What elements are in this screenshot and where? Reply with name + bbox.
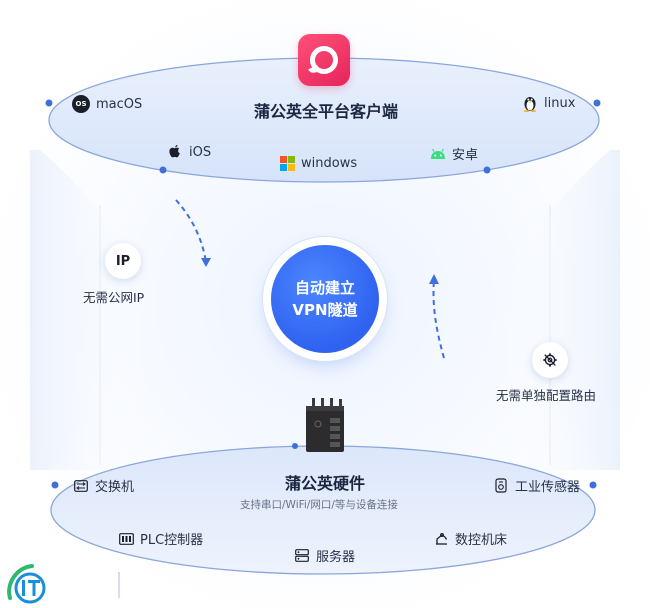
windows-icon (279, 155, 295, 171)
platform-windows: windows (279, 155, 357, 171)
vpn-tunnel-line2: VPN隧道 (292, 301, 358, 319)
right-side-glow (497, 150, 620, 470)
switch-icon (73, 478, 89, 494)
device-switch: 交换机 (73, 476, 134, 495)
platform-linux: linux (522, 95, 576, 112)
device-sensor-label: 工业传感器 (515, 480, 581, 495)
vpn-tunnel-line1: 自动建立 (294, 279, 355, 297)
device-cnc: 数控机床 (433, 529, 507, 548)
hardware-subtitle: 支持串口/WiFi/网口/等与设备连接 (240, 499, 398, 511)
watermark-divider (118, 572, 120, 598)
right-dashed-arrow (432, 279, 445, 359)
dot (45, 99, 53, 107)
client-title: 蒲公英全平台客户端 (254, 102, 399, 121)
no-public-ip-badge: IP (105, 243, 141, 279)
server-icon (294, 548, 310, 564)
device-switch-label: 交换机 (95, 480, 135, 495)
left-dashed-arrow (175, 199, 207, 263)
dot (483, 166, 491, 174)
no-public-ip-label: 无需公网IP (83, 290, 145, 305)
left-side-glow (30, 150, 153, 470)
router-device-image (304, 398, 346, 454)
dot (159, 166, 167, 174)
right-arrow-head (429, 274, 439, 284)
pgy-app-logo (298, 34, 350, 86)
gear-slash-icon (542, 352, 558, 368)
watermark-logo (4, 562, 64, 604)
android-icon (430, 146, 446, 162)
platform-ios: iOS (167, 144, 211, 160)
device-plc-label: PLC控制器 (140, 533, 204, 548)
platform-android-label: 安卓 (452, 148, 479, 163)
device-server-label: 服务器 (316, 550, 356, 565)
platform-macos: OS macOS (72, 95, 142, 113)
device-cnc-label: 数控机床 (455, 533, 508, 548)
dot (51, 481, 59, 489)
plc-icon (118, 531, 134, 547)
no-routing-label: 无需单独配置路由 (496, 388, 597, 403)
no-public-ip-icon: IP (115, 253, 131, 269)
linux-penguin-icon (522, 95, 538, 112)
no-routing-badge (532, 342, 568, 378)
device-sensor: 工业传感器 (493, 476, 580, 495)
platform-android: 安卓 (430, 144, 478, 163)
hardware-title: 蒲公英硬件 (285, 474, 366, 493)
vpn-tunnel-circle: 自动建立 VPN隧道 (271, 245, 379, 353)
sensor-icon (493, 478, 509, 494)
apple-icon (167, 144, 183, 160)
platform-linux-label: linux (544, 95, 576, 111)
left-arrow-head (201, 258, 211, 267)
device-server: 服务器 (294, 546, 355, 565)
platform-ios-label: iOS (189, 144, 212, 160)
platform-macos-label: macOS (96, 96, 143, 112)
device-plc: PLC控制器 (118, 529, 203, 548)
platform-windows-label: windows (301, 155, 358, 171)
dot (292, 443, 298, 449)
dot (593, 99, 601, 107)
dot (589, 481, 597, 489)
cnc-machine-icon (433, 531, 449, 547)
macos-icon: OS (72, 95, 90, 113)
